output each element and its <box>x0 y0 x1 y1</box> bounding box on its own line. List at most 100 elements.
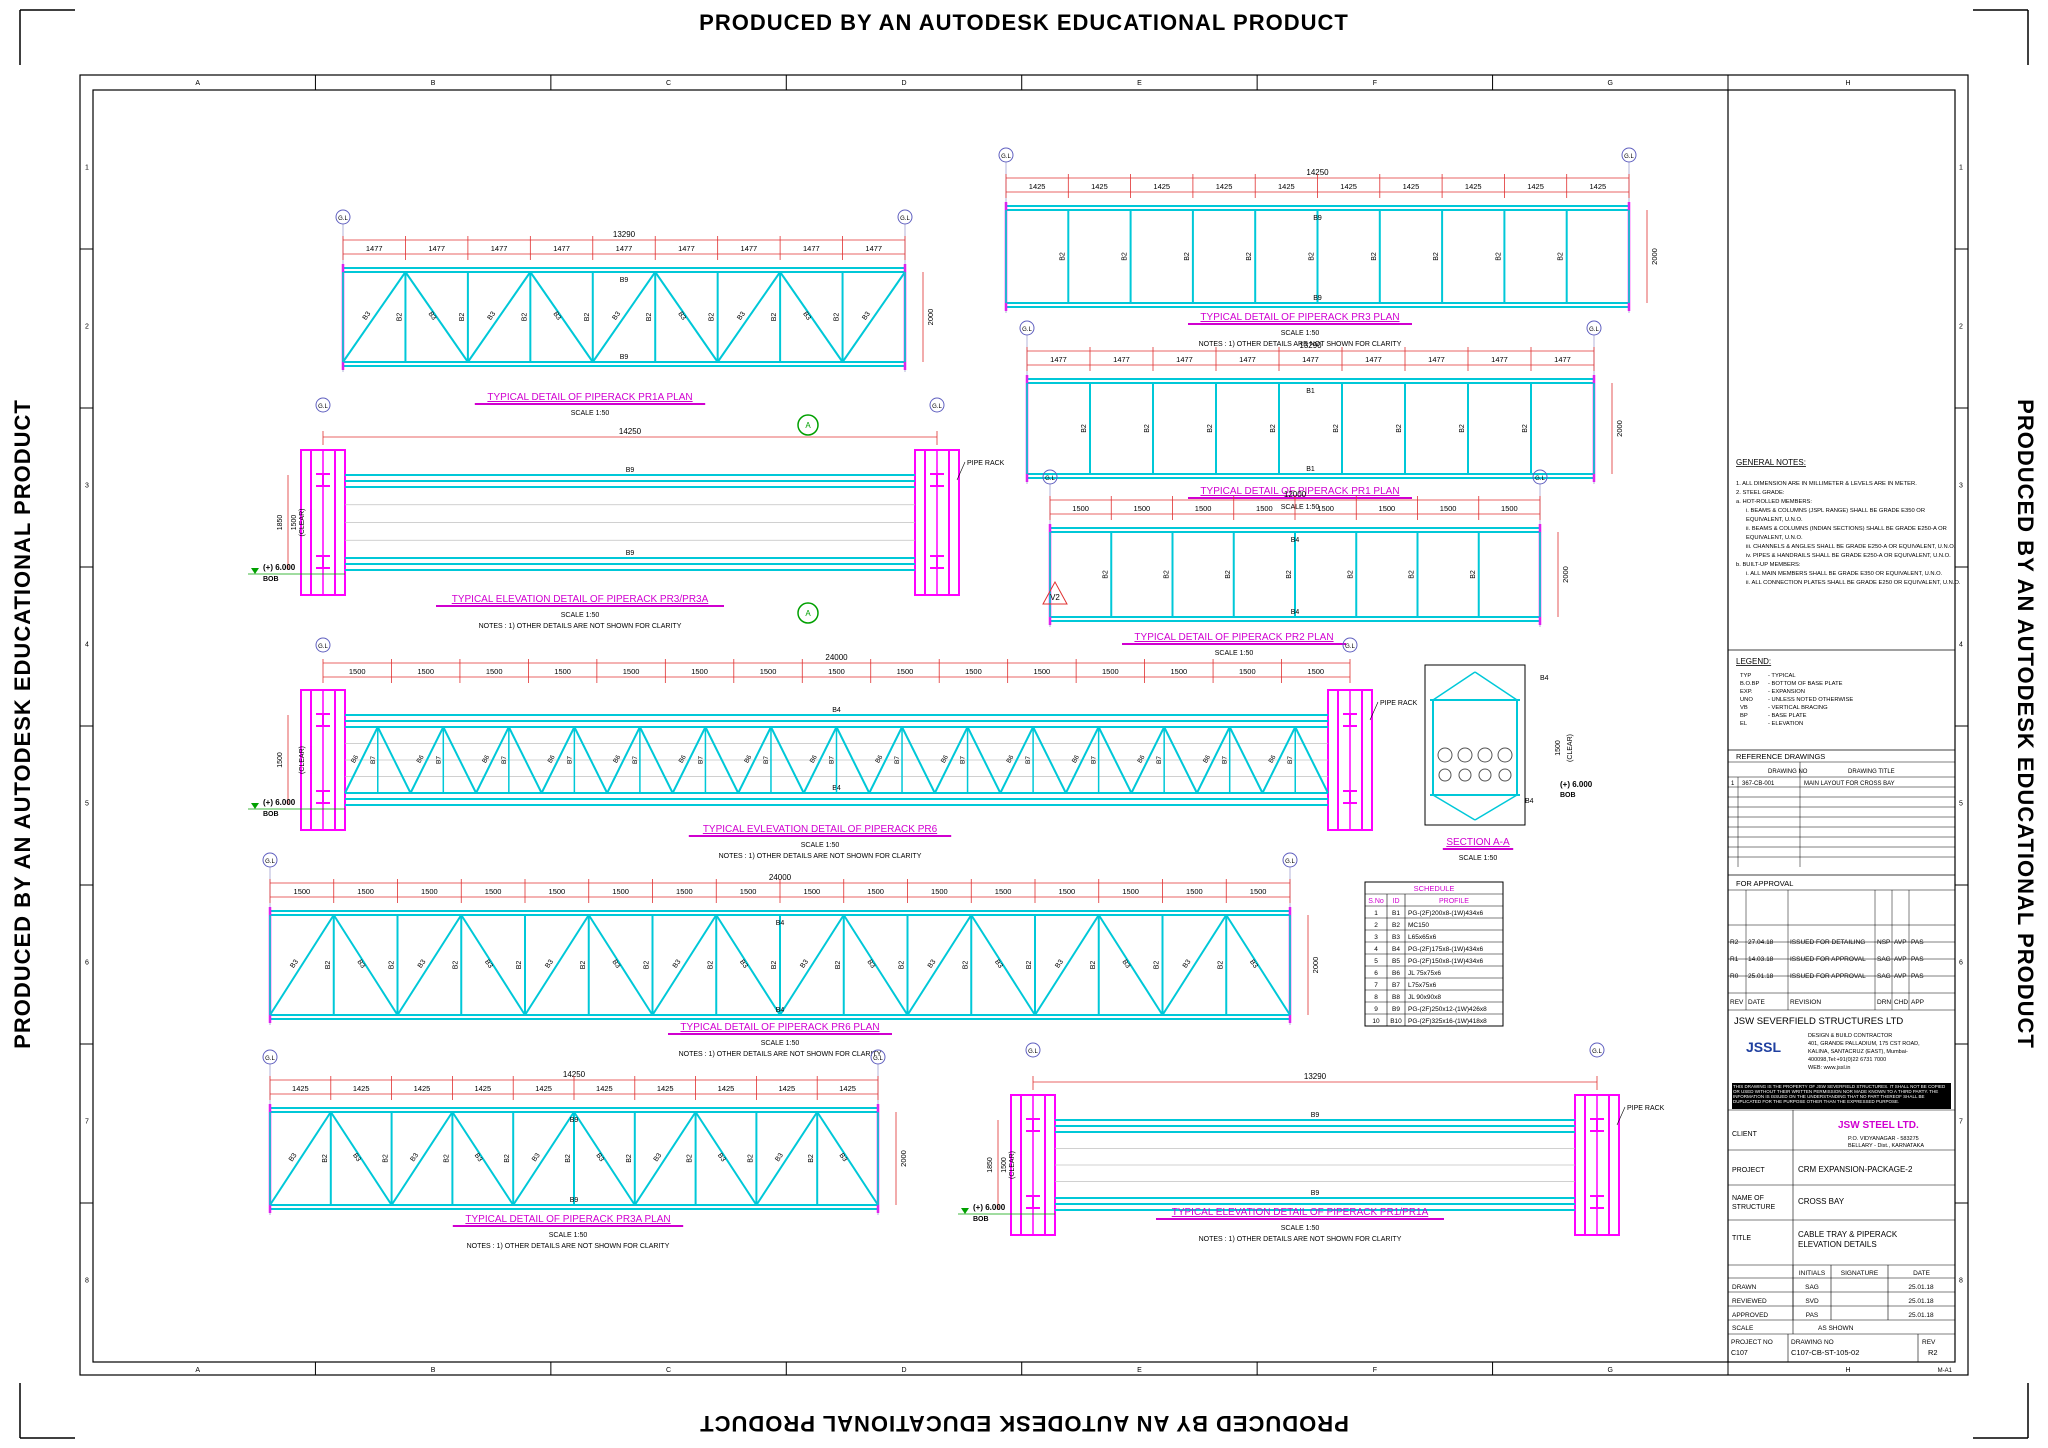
general-note-line: EQUIVALENT, U.N.O. <box>1746 517 1803 523</box>
overall-dimension-text: 13290 <box>613 230 636 239</box>
vertical-member-label: B2 <box>383 1154 390 1163</box>
bay-dimension-text: 1425 <box>1465 182 1482 191</box>
vertical-member-label: B7 <box>1222 756 1229 764</box>
vertical-member-label: B2 <box>1495 252 1502 261</box>
schedule-cell: B3 <box>1392 934 1400 941</box>
drawing-title: TYPICAL DETAIL OF PIPERACK PR2 PLAN <box>1134 632 1333 643</box>
drawing-title: TYPICAL DETAIL OF PIPERACK PR3 PLAN <box>1200 312 1399 323</box>
client-address: P.O. VIDYANAGAR - 583275 <box>1848 1136 1919 1142</box>
bottom-chord-label: B1 <box>1306 466 1315 473</box>
reference-header: DRAWING NO <box>1768 769 1808 775</box>
bay-dimension-text: 1477 <box>1176 355 1193 364</box>
top-chord-label: B9 <box>626 467 635 474</box>
diagonal-member-label: B3 <box>866 959 877 970</box>
border-col-label-bottom: D <box>901 1367 906 1374</box>
diagonal-member <box>332 914 399 1016</box>
schedule-cell: B2 <box>1392 922 1400 929</box>
top-chord-label: B1 <box>1306 388 1315 395</box>
vertical-member-label: B2 <box>899 961 906 970</box>
section-marker: A <box>797 414 819 436</box>
bay-dimension-text: 1500 <box>1250 887 1267 896</box>
diagonal-member-label: B3 <box>774 1152 785 1163</box>
bay-dimension-text: 1425 <box>1527 182 1544 191</box>
legend-value: - EXPANSION <box>1768 689 1805 695</box>
legend-key: VB <box>1740 705 1748 711</box>
bay-dimension-text: 1500 <box>554 667 571 676</box>
bay-dimension-text: 1425 <box>1278 182 1295 191</box>
diagonal-member <box>396 914 463 1016</box>
vertical-member-label: B2 <box>1207 424 1214 433</box>
signoff-role: DRAWN <box>1732 1284 1757 1291</box>
project-no-label: PROJECT NO <box>1731 1339 1773 1346</box>
diagonal-member-label: B3 <box>417 959 428 970</box>
bay-dimension-text: 1477 <box>1050 355 1067 364</box>
grid-line-marker: G.L <box>1621 147 1637 163</box>
bay-dimension-text: 1500 <box>995 887 1012 896</box>
revision-cell: SAG <box>1877 956 1891 963</box>
top-chord-label: B9 <box>1313 215 1322 222</box>
section-level: (+) 6.000 <box>1560 780 1593 789</box>
bay-dimension-text: 1425 <box>657 1084 674 1093</box>
bay-dimension-text: 1500 <box>691 667 708 676</box>
vertical-member-label: B2 <box>1225 570 1232 579</box>
schedule-header: PROFILE <box>1439 898 1469 905</box>
bay-dimension-text: 1500 <box>485 887 502 896</box>
border-row-label-right: 3 <box>1959 483 1963 490</box>
height-dimension-text: 1850 <box>987 1157 994 1173</box>
legend-key: B.O.BP <box>1740 681 1759 687</box>
schedule-cell: B4 <box>1392 946 1400 953</box>
section-brace <box>1432 794 1476 821</box>
bay-dimension-text: 1500 <box>1440 504 1457 513</box>
bay-dimension-text: 1500 <box>740 887 757 896</box>
corner-mark <box>19 1383 75 1439</box>
diagonal-member <box>460 914 526 1016</box>
schedule-cell: B7 <box>1392 982 1400 989</box>
diagonal-member <box>1097 914 1164 1016</box>
schedule-cell: 9 <box>1374 1006 1378 1013</box>
diagonal-member <box>933 726 969 794</box>
scale-label: SCALE <box>1732 1325 1754 1332</box>
bay-dimension-text: 1425 <box>474 1084 491 1093</box>
legend-key: UNO <box>1740 697 1753 703</box>
pipe-section <box>1438 768 1452 782</box>
disclaimer: THIS DRAWING IS THE PROPERTY OF JSW SEVE… <box>1733 1084 1945 1104</box>
general-note-line: i. BEAMS & COLUMNS (JSPL RANGE) SHALL BE… <box>1746 508 1925 514</box>
vertical-member-label: B2 <box>1409 570 1416 579</box>
bay-dimension-text: 1500 <box>1034 667 1051 676</box>
drawing-title: TYPICAL ELEVATION DETAIL OF PIPERACK PR1… <box>1172 1207 1429 1218</box>
drawing-notes: NOTES : 1) OTHER DETAILS ARE NOT SHOWN F… <box>1199 341 1402 348</box>
diagonal-member <box>573 726 609 794</box>
drawing-caption: TYPICAL DETAIL OF PIPERACK PR3A PLANSCAL… <box>452 1214 684 1250</box>
scale-value: AS SHOWN <box>1818 1325 1854 1332</box>
vertical-member-label: B2 <box>771 313 778 322</box>
vertical-member-label: B2 <box>1286 570 1293 579</box>
bay-dimension-text: 1500 <box>1170 667 1187 676</box>
diagonal-member <box>573 1111 636 1206</box>
diagonal-member <box>779 914 845 1016</box>
schedule-header: ID <box>1393 898 1400 905</box>
company-name: JSW SEVERFIELD STRUCTURES LTD <box>1734 1016 1903 1027</box>
drawing-title: TYPICAL ELEVATION DETAIL OF PIPERACK PR3… <box>452 594 709 605</box>
client-label: CLIENT <box>1732 1131 1758 1138</box>
grid-line-label: G.L <box>318 644 328 650</box>
vertical-member-label: B2 <box>521 313 528 322</box>
corner-mark <box>1973 9 2029 65</box>
revision-cell: PAS <box>1911 973 1924 980</box>
diagonal-member-label: B6 <box>743 754 753 765</box>
revision-cell: PAS <box>1911 939 1924 946</box>
vertical-member-label: B2 <box>707 961 714 970</box>
width-dimension-text: 2000 <box>1561 566 1570 583</box>
bay-dimension-text: 1477 <box>366 244 383 253</box>
revision-cell: AVP <box>1894 939 1907 946</box>
legend-value: - UNLESS NOTED OTHERWISE <box>1768 697 1853 703</box>
diagonal-member <box>344 726 379 794</box>
structure-value: CROSS BAY <box>1798 1197 1845 1206</box>
vertical-member-label: B2 <box>771 961 778 970</box>
drawing-notes: NOTES : 1) OTHER DETAILS ARE NOT SHOWN F… <box>679 1051 882 1058</box>
border-row-label-right: 8 <box>1959 1278 1963 1285</box>
bay-dimension-text: 1500 <box>357 887 374 896</box>
diagonal-member <box>442 726 477 794</box>
bay-dimension-text: 1425 <box>1403 182 1420 191</box>
pipe-rack-leader <box>1616 1106 1626 1126</box>
